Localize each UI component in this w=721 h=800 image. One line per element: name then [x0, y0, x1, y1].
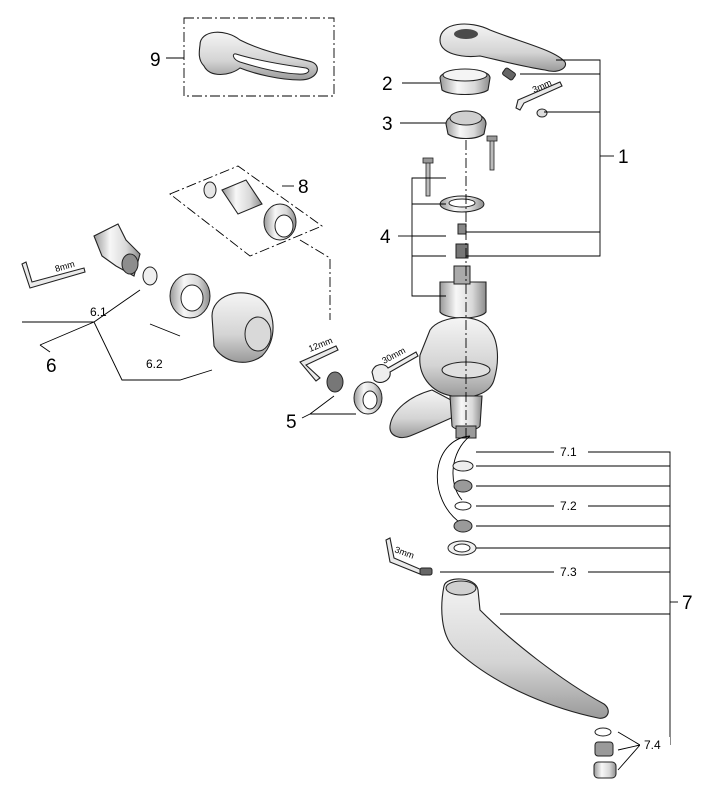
- aerator-housing: [593, 761, 617, 779]
- cartridge-stem: [453, 265, 471, 285]
- callout-5: 5: [286, 412, 297, 433]
- callout-1: 1: [618, 147, 629, 168]
- cartridge-screws: [422, 135, 498, 197]
- item-8-frame: [169, 165, 323, 257]
- callout-6-1: 6.1: [90, 305, 107, 319]
- dome-adapter-top: [449, 110, 483, 126]
- bracket-1: [466, 59, 601, 257]
- item-8-washer: [203, 181, 217, 199]
- o-ring-a: [452, 460, 474, 472]
- leader-6: [39, 344, 51, 353]
- spout: [441, 578, 609, 719]
- o-ring-b: [454, 501, 472, 511]
- s-union-thread: [121, 253, 139, 275]
- callout-4: 4: [380, 227, 391, 248]
- hex-key-12mm: [299, 345, 339, 382]
- callout-7-2-bg: [554, 498, 588, 514]
- screw-left: [425, 161, 431, 197]
- callout-6-2: 6.2: [146, 357, 163, 371]
- sleeve-b: [453, 519, 473, 533]
- spout-inlet: [445, 580, 477, 596]
- hex-key-8mm: [21, 261, 86, 289]
- wall-washer: [142, 266, 158, 286]
- callout-7-2: 7.2: [560, 499, 577, 513]
- lever-handle-top-highlight: [454, 29, 478, 39]
- union-nut-hole: [362, 390, 378, 410]
- bracket-6: [22, 289, 213, 381]
- callout-3: 3: [382, 114, 393, 135]
- callout-7-1: 7.1: [560, 445, 577, 459]
- sleeve-a: [453, 479, 473, 493]
- callout-7-3: 7.3: [560, 565, 577, 579]
- item-8-group: 8: [169, 165, 331, 320]
- loop-lever-opening: [232, 53, 310, 75]
- union-nipple: [326, 371, 344, 393]
- callout-9: 9: [150, 50, 161, 71]
- item-8-sleeve-hole: [274, 214, 294, 238]
- small-spindle: [455, 243, 469, 259]
- aerator-washer: [594, 727, 612, 737]
- callout-7-4-bg: [640, 737, 670, 753]
- small-cap: [536, 108, 548, 118]
- wall-nut-hole: [180, 284, 204, 312]
- item-8-connector: [221, 179, 263, 215]
- bracket-5: [309, 395, 356, 415]
- callout-7-3-bg: [554, 564, 588, 580]
- screw-left-head: [422, 157, 434, 164]
- callout-8: 8: [298, 177, 309, 198]
- grub-screw: [502, 67, 516, 81]
- item-8-connector-line: [299, 239, 331, 320]
- wall-connection-group: 8mm 6 6.1 6.2: [21, 223, 274, 381]
- item-5-group: 12mm 30mm 5: [286, 335, 419, 433]
- callout-2: 2: [382, 74, 393, 95]
- item-9-group: 9: [150, 17, 335, 97]
- faucet-body: [389, 317, 499, 439]
- cartridge: [439, 281, 487, 319]
- callout-6: 6: [46, 356, 57, 377]
- aerator-insert: [594, 741, 614, 757]
- bracket-4: [411, 177, 446, 297]
- callout-7: 7: [682, 593, 693, 614]
- handle-assembly: 3mm 2 3 4 1: [380, 23, 629, 319]
- spout-grub-screw: [419, 567, 433, 576]
- item-9-frame: [183, 17, 335, 97]
- wall-rosette-hole: [244, 316, 272, 352]
- spout-washer-hole: [453, 543, 471, 553]
- small-pin: [457, 223, 467, 235]
- hex-key-3mm-top: [515, 81, 563, 111]
- screw-right: [489, 139, 495, 171]
- cap-ring-top: [442, 68, 488, 82]
- body-housing: [419, 317, 499, 398]
- callout-7-1-bg: [554, 444, 588, 460]
- wrench-30mm: [371, 351, 419, 383]
- flange-ring-hole: [448, 198, 476, 208]
- screw-right-head: [486, 135, 498, 142]
- leader-5: [301, 413, 311, 419]
- callout-7-4: 7.4: [644, 738, 661, 752]
- spout-stack: 3mm 7 7.1 7.2 7.3 7.4: [385, 435, 693, 779]
- tool-label-3mm-spout: 3mm: [393, 544, 415, 560]
